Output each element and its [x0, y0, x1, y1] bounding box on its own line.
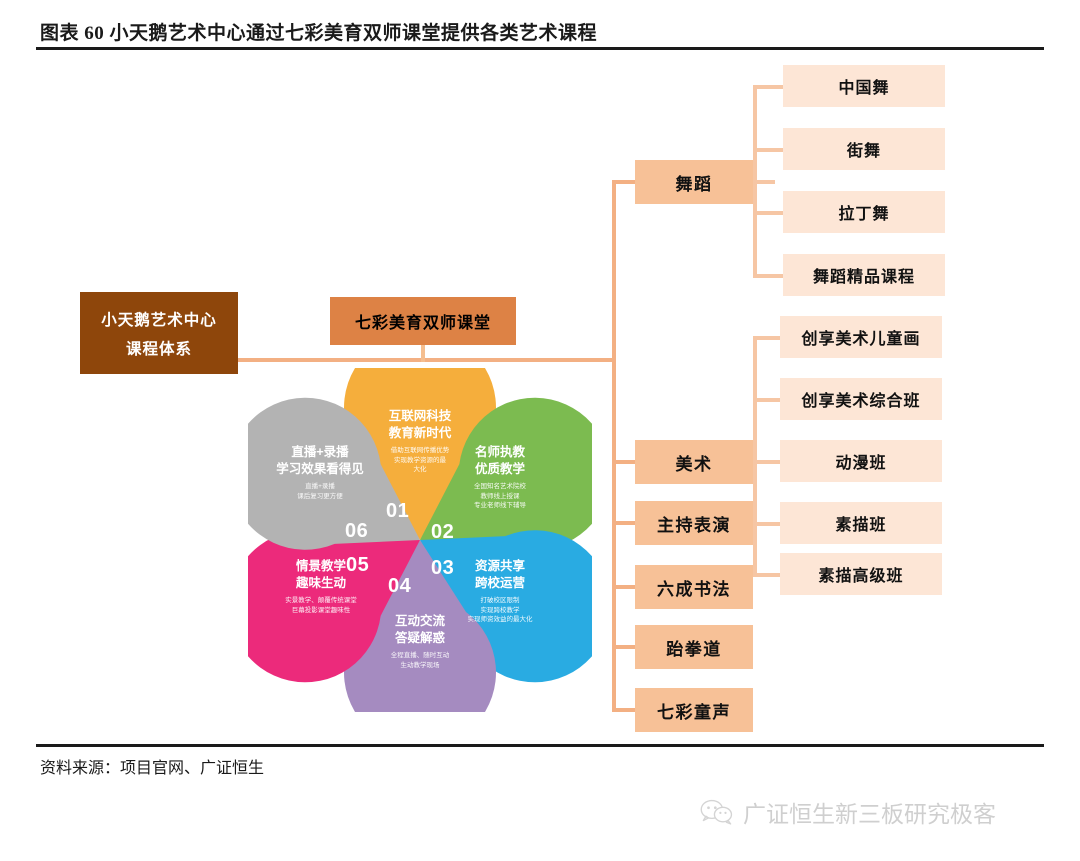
connector-dance-to-street-dance — [753, 148, 783, 152]
category-box-hosting[interactable]: 主持表演 — [635, 501, 753, 545]
watermark: 广证恒生新三板研究极客 — [700, 795, 996, 829]
connector-art-to-children-painting — [753, 336, 781, 340]
course-box-latin-dance[interactable]: 拉丁舞 — [783, 191, 945, 233]
source-note: 资料来源：项目官网、广证恒生 — [40, 760, 265, 777]
footer-divider — [36, 744, 1044, 747]
header-divider — [36, 47, 1044, 50]
petal-shape-03[interactable] — [382, 474, 592, 710]
connector-trunk-to-hosting — [612, 521, 636, 525]
root-node-line1: 小天鹅艺术中心 — [101, 311, 217, 329]
six-petal-diagram: 互联网科技 教育新时代 借助互联网传播优势 实现教学资源的最 大化 名师执教 优… — [248, 368, 592, 712]
connector-dance-stem — [753, 180, 775, 184]
course-box-chinese-dance[interactable]: 中国舞 — [783, 65, 945, 107]
course-box-children-painting[interactable]: 创享美术儿童画 — [780, 316, 942, 358]
petal-shape-05[interactable] — [248, 474, 458, 710]
connector-art-to-sketch — [753, 522, 781, 526]
petal-number-06: 06 — [345, 520, 369, 542]
connector-trunk-to-calligraphy — [612, 585, 636, 589]
connector-dance-to-chinese-dance — [753, 85, 783, 89]
category-box-dance[interactable]: 舞蹈 — [635, 160, 753, 204]
category-box-taekwondo[interactable]: 跆拳道 — [635, 625, 753, 669]
course-box-comprehensive-art[interactable]: 创享美术综合班 — [780, 378, 942, 420]
connector-art-spine — [753, 337, 757, 574]
connector-dance-spine — [753, 86, 757, 275]
course-box-anime[interactable]: 动漫班 — [780, 440, 942, 482]
connector-trunk-to-chorus — [612, 708, 636, 712]
course-box-street-dance[interactable]: 街舞 — [783, 128, 945, 170]
root-node-line2: 课程体系 — [125, 340, 192, 358]
page-title: 图表 60 小天鹅艺术中心通过七彩美育双师课堂提供各类艺术课程 — [40, 23, 598, 44]
course-box-sketch[interactable]: 素描班 — [780, 502, 942, 544]
connector-art-to-anime — [753, 460, 781, 464]
connector-trunk-to-art — [612, 460, 636, 464]
course-box-premium-dance[interactable]: 舞蹈精品课程 — [783, 254, 945, 296]
connector-trunk-to-dance — [612, 180, 636, 184]
petal-shape-04[interactable] — [344, 540, 496, 712]
category-box-calligraphy[interactable]: 六成书法 — [635, 565, 753, 609]
category-box-art[interactable]: 美术 — [635, 440, 753, 484]
connector-art-to-sketch-advanced — [753, 573, 781, 577]
connector-art-to-comprehensive — [753, 398, 781, 402]
connector-dance-to-premium-dance — [753, 274, 783, 278]
petal-number-05: 05 — [346, 554, 370, 576]
program-title-node[interactable]: 七彩美育双师课堂 — [330, 297, 516, 345]
connector-dance-to-latin-dance — [753, 211, 783, 215]
connector-trunk-vertical — [612, 182, 616, 710]
petal-number-01: 01 — [386, 500, 410, 522]
category-box-chorus[interactable]: 七彩童声 — [635, 688, 753, 732]
wechat-icon — [700, 799, 733, 825]
root-node[interactable]: 小天鹅艺术中心 课程体系 — [80, 292, 238, 374]
petal-number-04: 04 — [388, 575, 412, 597]
petal-shape-01[interactable] — [344, 368, 496, 540]
petal-shape-02[interactable] — [382, 370, 592, 606]
petal-number-03: 03 — [431, 557, 455, 579]
petal-shape-06[interactable] — [248, 370, 458, 606]
connector-trunk-to-taekwondo — [612, 645, 636, 649]
course-box-sketch-advanced[interactable]: 素描高级班 — [780, 553, 942, 595]
watermark-text: 广证恒生新三板研究极客 — [743, 801, 996, 827]
program-title-stem — [421, 345, 425, 362]
petal-shapes — [248, 368, 592, 712]
connector-root-to-trunk — [238, 358, 616, 362]
petal-number-02: 02 — [431, 521, 455, 543]
